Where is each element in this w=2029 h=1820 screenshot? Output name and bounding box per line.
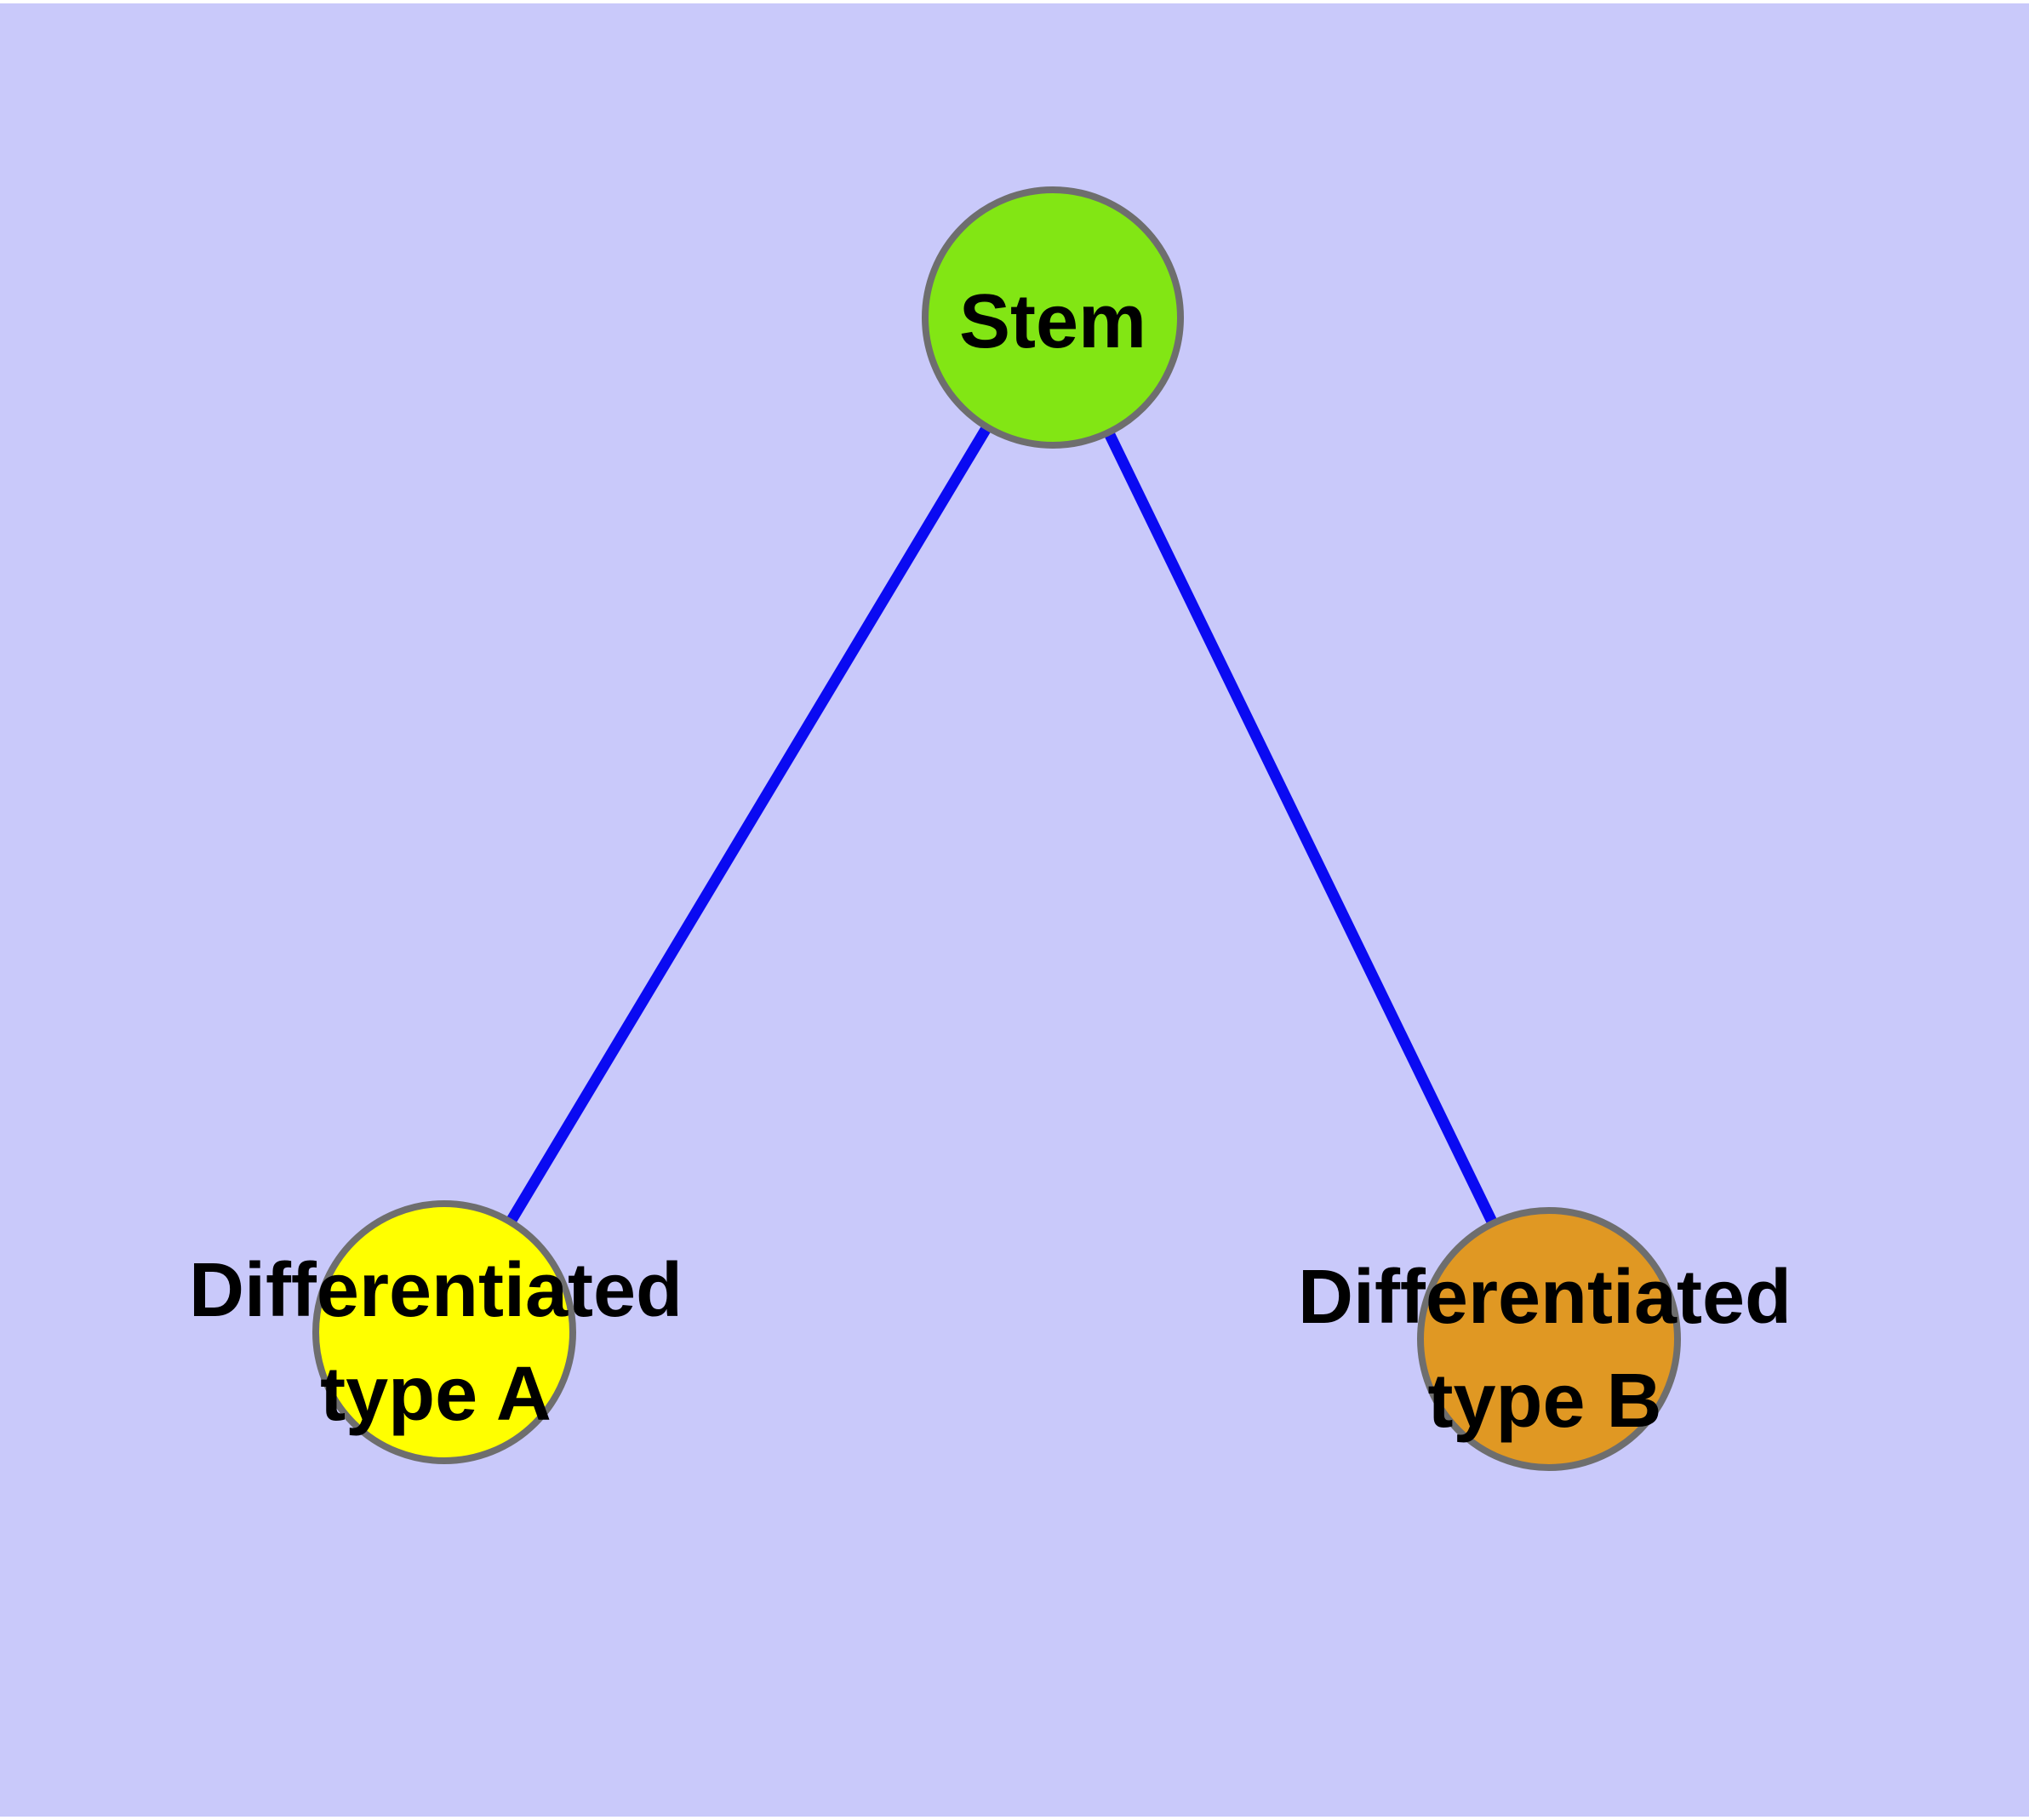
edge-stem-to-type-a: [439, 314, 1058, 1336]
edge-stem-to-type-b: [1048, 315, 1554, 1342]
node-type-b-label-line2: type B: [1427, 1359, 1661, 1444]
node-type-a-label-line2: type A: [320, 1352, 552, 1437]
node-differentiated-type-b-circle: [1417, 1207, 1681, 1471]
node-differentiated-type-a-circle: [312, 1200, 576, 1464]
node-type-a-label-line1: Differentiated: [189, 1248, 683, 1333]
node-stem-circle: [922, 186, 1184, 449]
node-stem-label: Stem: [959, 279, 1146, 364]
node-type-b-label-line1: Differentiated: [1298, 1255, 1792, 1340]
